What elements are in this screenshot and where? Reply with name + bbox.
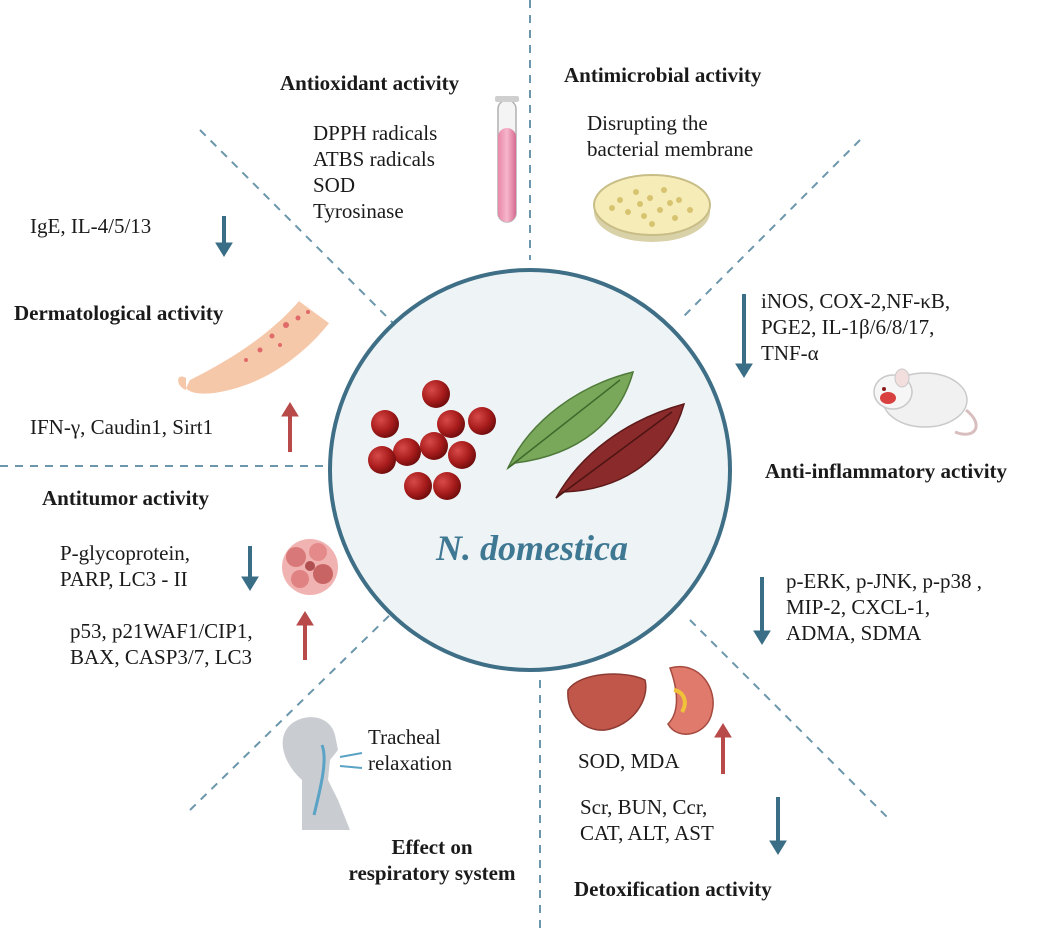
head-icon <box>282 717 363 830</box>
arrow-up-detoxification <box>714 723 732 774</box>
antitumor-up-markers: p53, p21WAF1/CIP1, BAX, CASP3/7, LC3 <box>70 619 253 669</box>
antimicrobial-title: Antimicrobial activity <box>564 63 762 87</box>
plant-name-label: N. domestica <box>436 528 628 568</box>
center-circle <box>328 268 732 672</box>
arm-icon <box>178 298 331 394</box>
dermatological-down-markers: IgE, IL-4/5/13 <box>30 214 152 238</box>
arrows <box>215 216 787 855</box>
tumor-cells-icon <box>282 539 338 595</box>
liver-kidney-icon <box>567 665 714 735</box>
detoxification-down-markers: Scr, BUN, Ccr, CAT, ALT, AST <box>580 795 714 845</box>
antioxidant-title: Antioxidant activity <box>280 71 460 95</box>
antitumor-down-markers: P-glycoprotein, PARP, LC3 - II <box>60 541 191 591</box>
divider-diag-lower-left <box>189 609 396 811</box>
anti-inflammatory-title: Anti-inflammatory activity <box>765 459 1008 483</box>
arrow-down-detoxification <box>769 797 787 855</box>
test-tube-icon <box>495 96 519 223</box>
anti-inflammatory-down-markers: iNOS, COX-2,NF-κB, PGE2, IL-1β/6/8/17, T… <box>761 289 951 365</box>
antioxidant-markers: DPPH radicals ATBS radicals SOD Tyrosina… <box>313 121 438 223</box>
petri-dish-icon <box>593 174 711 242</box>
berries-icon <box>368 380 496 500</box>
divider-diag-upper-left <box>199 129 396 326</box>
divider-diag-lower-right <box>689 619 891 821</box>
arrow-down-kidney-markers <box>753 577 771 645</box>
detoxification-up-markers: SOD, MDA <box>578 749 680 773</box>
divider-diag-upper-right <box>679 139 861 321</box>
respiratory-mechanism: Tracheal relaxation <box>368 725 452 775</box>
kidney-down-markers: p-ERK, p-JNK, p-p38 , MIP-2, CXCL-1, ADM… <box>786 569 982 645</box>
divider-lines <box>0 0 891 934</box>
arrow-down-anti-inflammatory <box>735 294 753 378</box>
mouse-icon <box>873 368 978 436</box>
dermatological-title: Dermatological activity <box>14 301 224 325</box>
leaves-icon <box>506 370 686 499</box>
antimicrobial-mechanism: Disrupting the bacterial membrane <box>587 111 754 161</box>
dermatological-up-markers: IFN-γ, Caudin1, Sirt1 <box>30 415 214 439</box>
arrow-up-dermatological <box>281 402 299 452</box>
arrow-down-antitumor <box>241 546 259 591</box>
antitumor-title: Antitumor activity <box>42 486 210 510</box>
arrow-up-antitumor <box>296 611 314 660</box>
respiratory-title: Effect on respiratory system <box>348 835 516 885</box>
detoxification-title: Detoxification activity <box>574 877 772 901</box>
arrow-down-dermatological <box>215 216 233 257</box>
